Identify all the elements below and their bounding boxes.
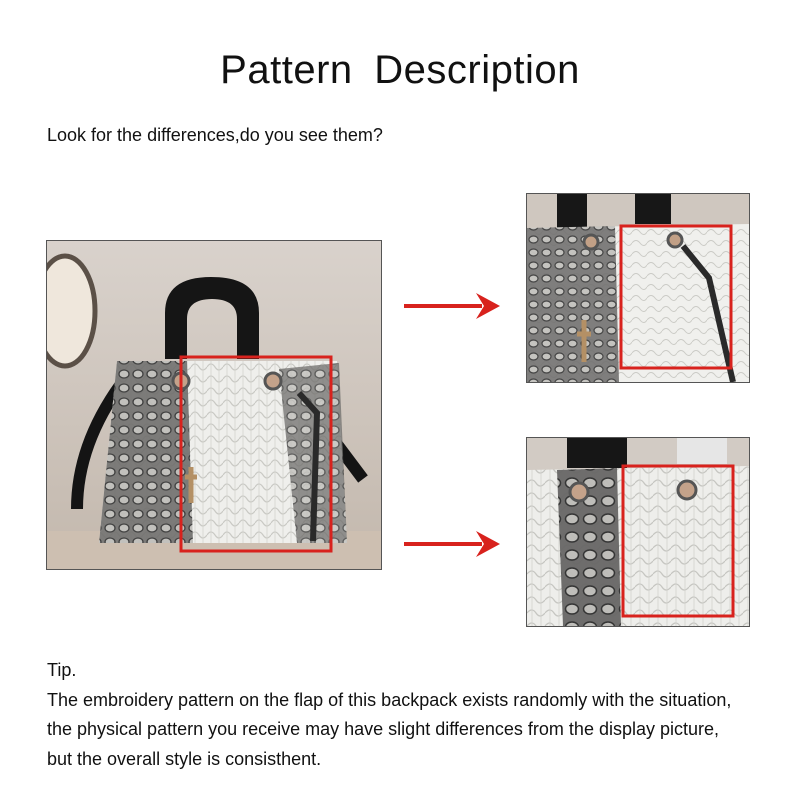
tip-line: but the overall style is consisthent. <box>47 748 322 769</box>
main-product-image <box>46 240 382 570</box>
highlight-box <box>179 355 333 553</box>
arrow-right-icon <box>404 293 500 319</box>
highlight-box <box>621 464 735 618</box>
tip-heading: Tip. <box>47 660 77 680</box>
tip-line: the physical pattern you receive may hav… <box>47 719 720 739</box>
tip-section: Tip. The embroidery pattern on the flap … <box>47 656 787 774</box>
tip-line: The embroidery pattern on the flap of th… <box>47 689 732 710</box>
arrow-right-icon <box>404 531 500 557</box>
page-title: Pattern Description <box>220 48 580 92</box>
detail-image-bottom <box>526 437 750 627</box>
detail-image-top <box>526 193 750 383</box>
page-subtitle: Look for the differences,do you see them… <box>47 125 383 145</box>
highlight-box <box>619 224 733 370</box>
